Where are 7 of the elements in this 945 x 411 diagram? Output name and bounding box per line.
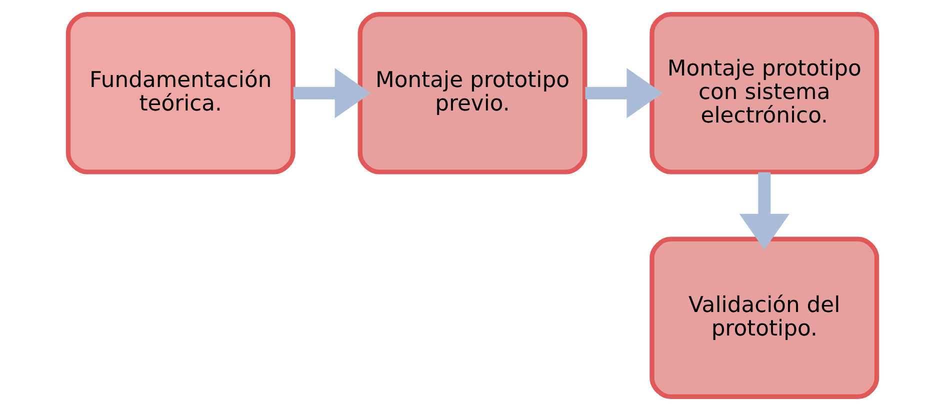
node-box: Montaje prototipo previo. bbox=[358, 12, 588, 174]
arrow bbox=[585, 68, 663, 118]
node-box: Fundamentación teórica. bbox=[66, 12, 296, 174]
arrow bbox=[293, 68, 371, 118]
node-box: Montaje prototipo con sistema electrónico. bbox=[650, 12, 880, 174]
arrow bbox=[739, 172, 790, 250]
node-box: Validación del prototipo. bbox=[650, 236, 880, 400]
